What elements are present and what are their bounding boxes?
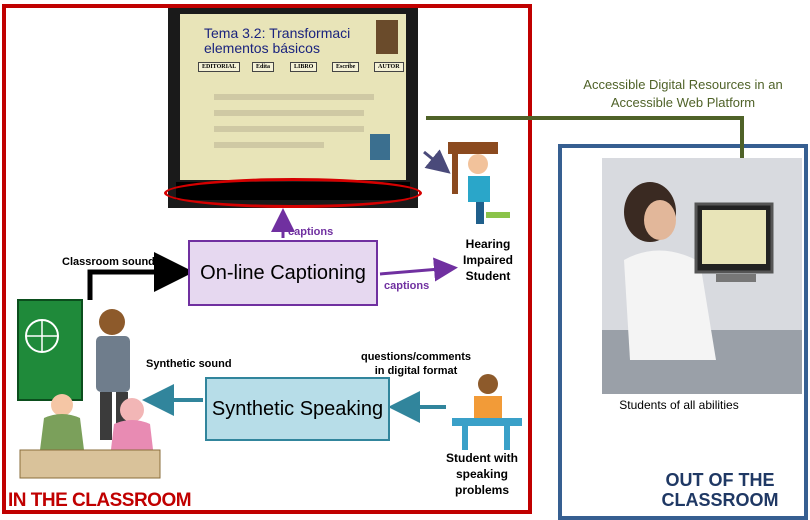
- hearing-student-label: Hearing Impaired Student: [462, 237, 513, 283]
- slide-text-line: [214, 142, 324, 148]
- slide-title-line2: elementos básicos: [204, 40, 320, 56]
- slide-to-student-arrow: [423, 149, 451, 174]
- slide-figure: [370, 134, 390, 160]
- synthetic-sound-label: Synthetic sound: [146, 358, 232, 370]
- caption-highlight-ellipse: [164, 178, 422, 208]
- slide-presenter-image: [376, 20, 398, 54]
- online-captioning-box: On-line Captioning: [188, 240, 378, 306]
- teacher-figure: [96, 309, 130, 440]
- speaking-student-label: Student with speaking problems: [446, 451, 518, 497]
- questions-label: questions/comments in digital format: [360, 351, 472, 377]
- out-classroom-label: OUT OF THE CLASSROOM: [661, 470, 779, 510]
- classroom-students: [19, 394, 161, 479]
- slide-text-line: [214, 110, 364, 116]
- in-classroom-label: IN THE CLASSROOM: [8, 490, 192, 511]
- captions-right-label: captions: [384, 280, 430, 292]
- web-platform-label: Accessible Digital Resources in an Acces…: [583, 77, 783, 110]
- slide-node-escribe: Escribe: [332, 62, 360, 72]
- slide-node-edita: Edita: [252, 62, 275, 72]
- remote-student-photo: [602, 158, 802, 394]
- slide-title: Tema 3.2: Transformaci elementos básicos: [204, 26, 350, 56]
- hearing-student-figure: [448, 142, 510, 224]
- slide-text-line: [214, 94, 374, 100]
- all-abilities-label: Students of all abilities: [619, 398, 739, 412]
- slide-node-autor: AUTOR: [374, 62, 404, 72]
- captions-up-label: captions: [288, 226, 334, 238]
- synthetic-speaking-box: Synthetic Speaking: [205, 377, 390, 441]
- speaking-student-figure: [452, 374, 522, 450]
- in-classroom-panel: [2, 4, 532, 514]
- classroom-sound-label: Classroom sound: [62, 256, 155, 268]
- out-classroom-panel: [558, 144, 808, 520]
- captions-right-arrow: [379, 257, 458, 282]
- slide-text-line: [214, 126, 364, 132]
- slide-title-line1: Tema 3.2: Transformaci: [204, 25, 351, 41]
- slide-node-libro: LIBRO: [290, 62, 318, 72]
- slide-node-editorial: EDITORIAL: [198, 62, 241, 72]
- classroom-sound-arrow: [87, 252, 194, 300]
- slide-content: EDITORIAL Edita LIBRO Escribe AUTOR: [180, 14, 406, 180]
